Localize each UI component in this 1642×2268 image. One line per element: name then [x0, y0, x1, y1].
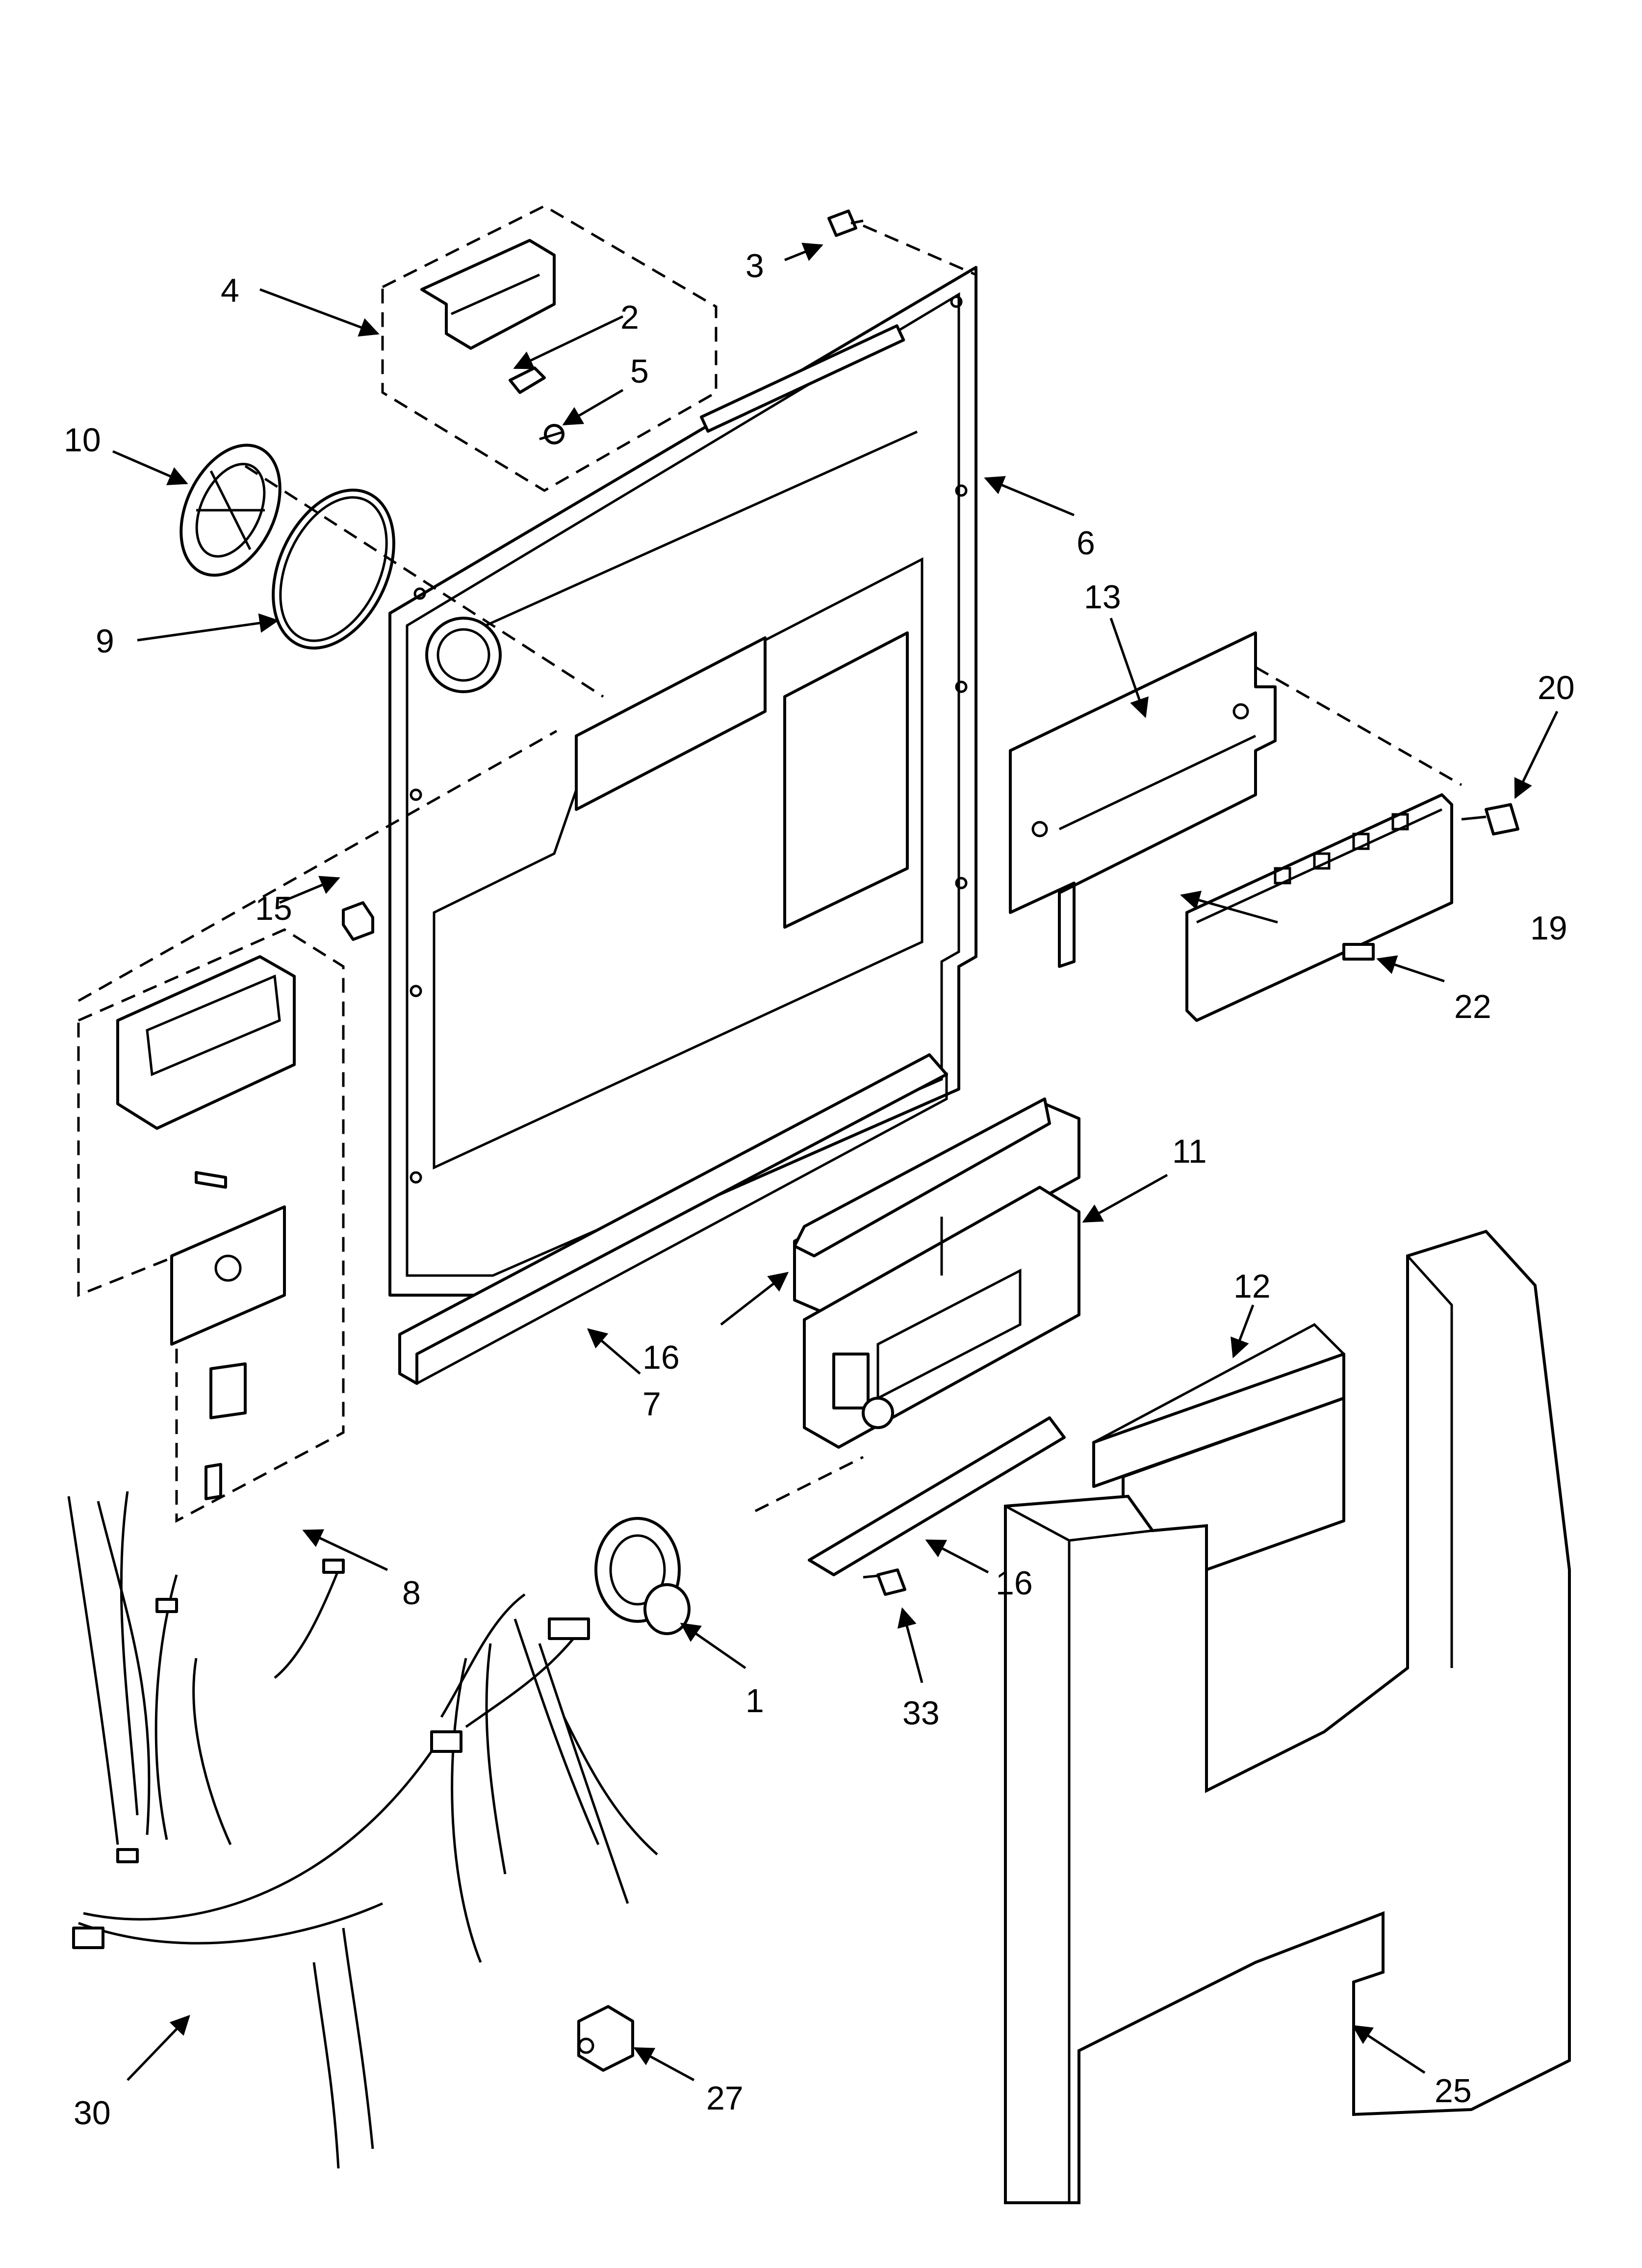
wiring-harness	[67, 1491, 658, 2169]
clip-15	[342, 901, 374, 941]
dispenser-assembly	[77, 730, 558, 1523]
callout-5: 5	[630, 353, 649, 390]
callout-8: 8	[402, 1574, 421, 1612]
callout-10: 10	[64, 421, 101, 459]
callout-1: 1	[745, 1682, 764, 1720]
callout-11: 11	[1172, 1133, 1207, 1170]
callout-12: 12	[1233, 1268, 1271, 1305]
inner-door-panel	[388, 266, 977, 1297]
screw-3	[827, 209, 976, 276]
latch-trim-lower	[754, 1416, 1066, 1576]
callout-7: 7	[642, 1385, 661, 1423]
callout-30: 30	[74, 2094, 111, 2132]
callout-33: 33	[902, 1694, 940, 1732]
callout-16-lower: 16	[996, 1564, 1033, 1602]
wire-connector	[577, 2005, 634, 2072]
control-board	[1185, 793, 1453, 1022]
callout-15: 15	[255, 890, 292, 927]
callout-2: 2	[620, 299, 639, 336]
screw-20	[1461, 803, 1519, 835]
callout-19: 19	[1530, 910, 1567, 947]
callout-22: 22	[1454, 988, 1491, 1025]
callout-20: 20	[1538, 669, 1575, 706]
latch-trim-upper	[793, 1097, 1051, 1257]
callout-25: 25	[1435, 2072, 1472, 2110]
bottom-trim-strip	[398, 1053, 948, 1385]
screw-33	[863, 1568, 906, 1596]
callout-13: 13	[1084, 578, 1121, 616]
callout-4: 4	[221, 272, 239, 309]
vent-gasket	[244, 465, 604, 698]
knob	[594, 1517, 691, 1635]
callout-6: 6	[1077, 524, 1095, 562]
callout-16-upper: 16	[642, 1339, 680, 1376]
callout-3: 3	[745, 247, 764, 285]
callout-9: 9	[96, 623, 114, 660]
vent-cover	[180, 443, 282, 577]
switch-bracket-assembly	[381, 205, 718, 492]
control-bracket	[1009, 631, 1462, 968]
callout-labels: 3 2 4 5 6 10 9 13 20 19 22 15 11 12 16 7…	[64, 247, 1575, 2132]
callout-27: 27	[706, 2080, 744, 2117]
leader-lines	[112, 242, 1559, 2082]
foam-insulation	[1004, 1229, 1571, 2204]
